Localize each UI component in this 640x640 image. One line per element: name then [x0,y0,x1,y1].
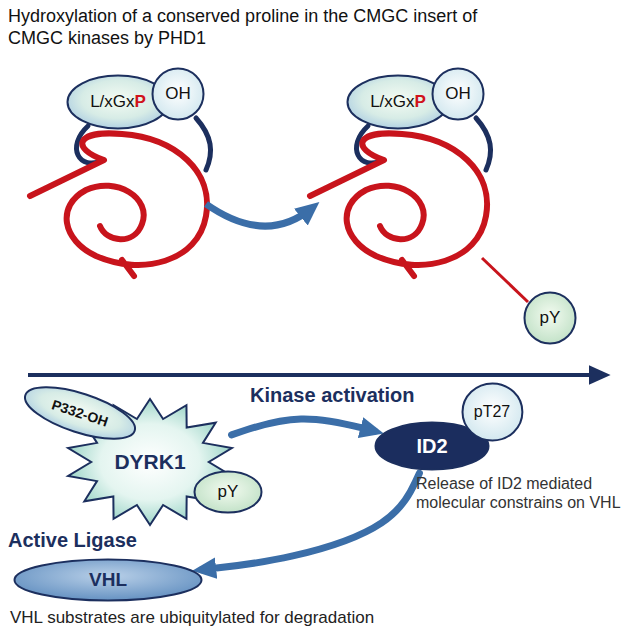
phospho-circle: pY [523,291,577,345]
ellipse-shape [462,384,522,441]
ellipse-shape [195,472,262,513]
residue-ellipse: P332-OH [17,375,142,451]
phospho-circle: pT27 [461,382,524,442]
ligase-ellipse: VHL [13,558,203,602]
node-text: pY [218,482,239,502]
node-text: OH [165,84,191,104]
hydroxyl-circle: OH [431,67,485,121]
ellipse-shape [19,377,140,450]
ellipse-shape [15,560,202,601]
diagram-title: Hydroxylation of a conserved proline in … [8,6,500,49]
caption-note: VHL substrates are ubiquitylated for deg… [10,608,634,628]
phospho-ellipse: pY [193,470,263,514]
activation-arrow [206,204,312,226]
flow-arrow [202,473,420,569]
node-text: P [415,92,426,112]
node-text: P332-OH [50,396,110,429]
note-text: Release of ID2 mediated molecular constr… [416,474,634,512]
ellipse-shape [433,69,484,120]
node-text: VHL [89,569,127,591]
node-text: pT27 [474,403,510,421]
node-text: L/xGx [370,92,414,112]
node-text: DYRK1 [114,450,185,474]
node-text: L/xGx [90,92,134,112]
axis-label: Kinase activation [250,383,450,407]
phospho-link [482,258,528,302]
state-label: Active Ligase [8,528,208,552]
kinase-drawing [30,118,211,276]
node-text: ID2 [416,435,447,458]
hydroxyl-circle: OH [151,67,205,121]
node-text: P [135,92,146,112]
node-text: OH [445,84,471,104]
ellipse-shape [153,69,204,120]
progress-arrow [28,373,604,377]
ellipse-shape [525,293,576,344]
kinase-drawing [310,118,491,276]
flow-arrow [232,419,375,435]
node-text: pY [540,308,561,328]
